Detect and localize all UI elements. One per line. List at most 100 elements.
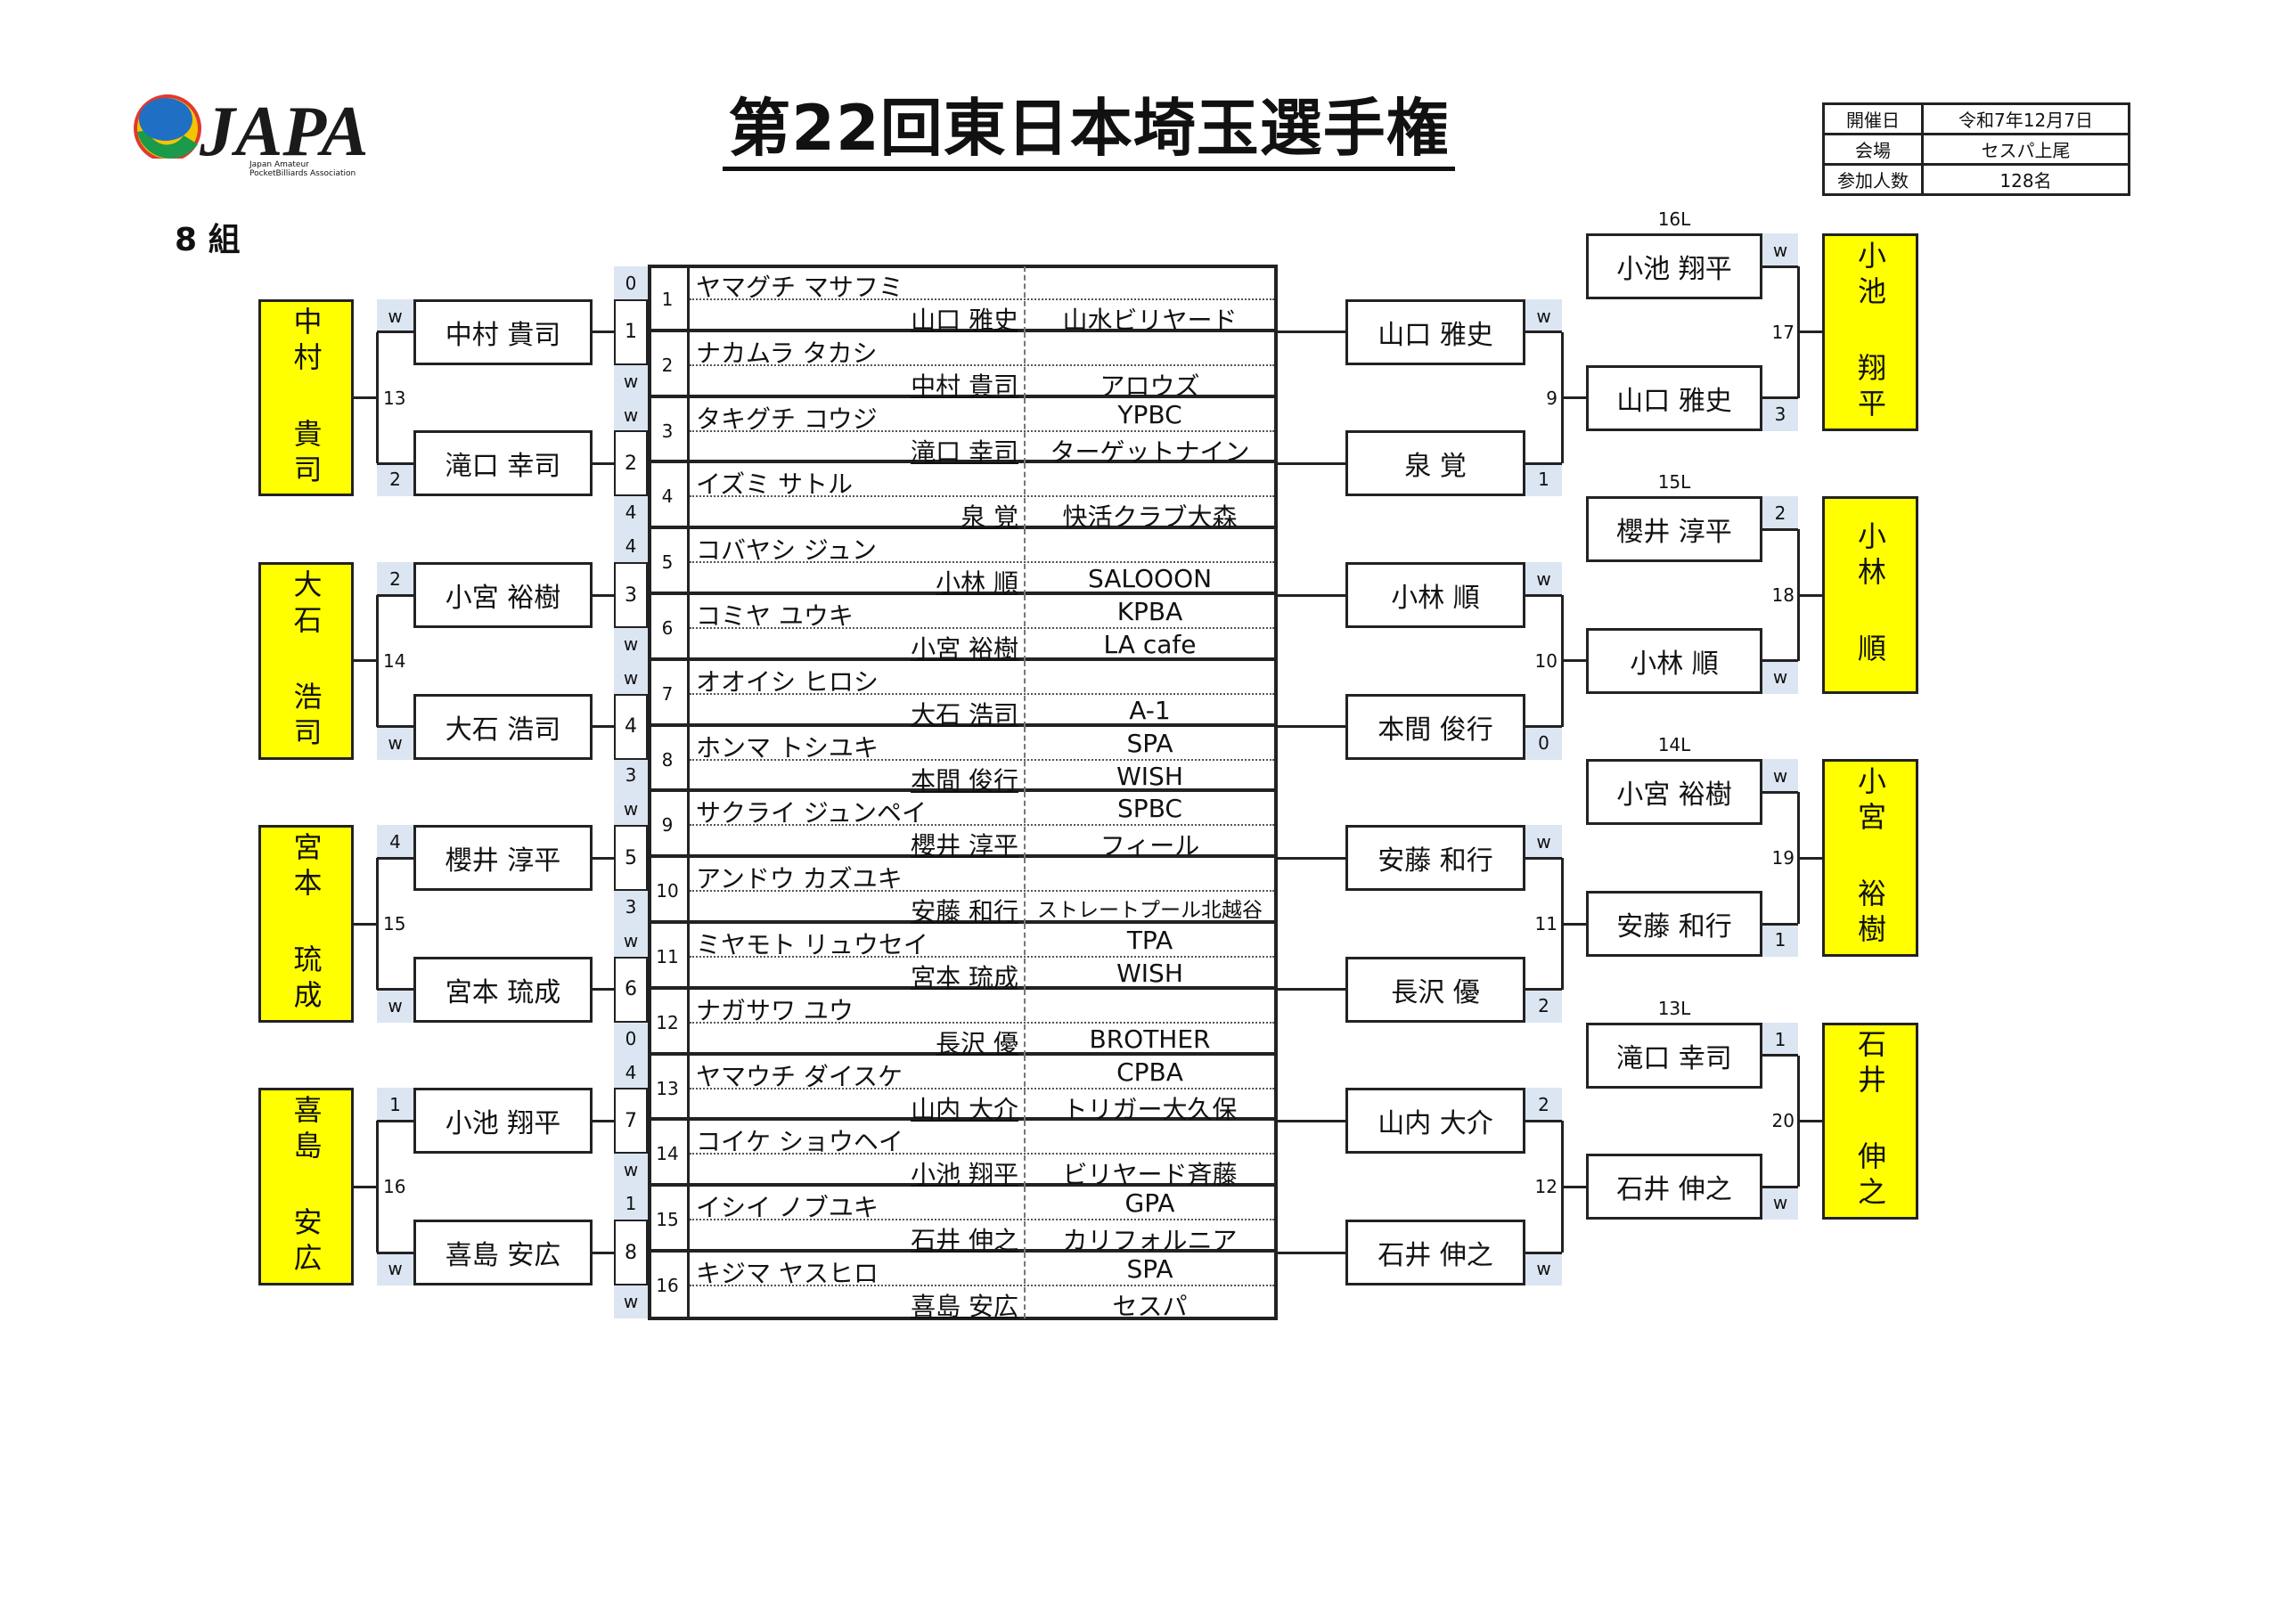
row-divider [690,626,1274,629]
info-value: 令和7年12月7日 [1921,102,2130,135]
player-number: 9 [661,814,674,836]
club-divider [1024,1121,1026,1187]
player-number: 12 [656,1011,679,1033]
score: w [623,930,639,951]
connector-line [354,659,377,663]
column-divider [687,924,690,990]
table-row [648,792,1278,859]
score: w [388,994,403,1016]
player-club: ターゲットナイン [1050,437,1250,467]
connector-line [1525,1251,1562,1254]
player-kana: オオイシ ヒロシ [696,666,879,697]
column-divider [687,331,690,398]
player-kana: キジマ ヤスヒロ [696,1259,879,1288]
player-box: 石井 伸之 [1345,1220,1525,1285]
score-cell [1762,1187,1798,1220]
row-divider [690,1153,1274,1155]
player-club: ストレートプール北越谷 [1037,899,1263,923]
match-number-box: 6 [614,956,648,1023]
winner-box: 石井 伸之 [1822,1022,1918,1220]
player-number: 5 [661,551,674,574]
score: w [623,404,639,426]
score: w [623,632,639,655]
score-cell [377,1253,413,1285]
connector-line [375,331,379,464]
row-divider [690,890,1274,893]
player-box: 大石 浩司 [413,693,593,760]
player-club: A-1 [1129,695,1171,725]
column-divider [687,1121,690,1187]
connector-line [1762,1185,1798,1188]
column-divider [687,1187,690,1253]
table-row [648,595,1278,661]
info-label: 会場 [1822,133,1924,166]
table-row [648,858,1278,924]
connector-line [1278,461,1345,465]
player-kana: タキグチ コウジ [696,404,878,434]
row-divider [690,758,1274,761]
score-cell [377,825,413,859]
connector-line [1798,331,1822,334]
match-number: 11 [1534,913,1557,934]
score: 2 [1774,502,1786,525]
score-cell [1762,1022,1798,1056]
club-top: KPBA [1116,597,1183,626]
column-divider [687,726,690,793]
club-divider [1024,463,1026,530]
score-cell [1525,562,1562,595]
player-name: 小林 順 [936,568,1018,599]
connector-line [1562,922,1586,926]
score: 1 [1538,469,1549,491]
connector-line [1562,396,1586,400]
club-divider [1024,726,1026,793]
score: 0 [625,273,637,294]
winner-name: 小宮 裕樹 [1853,766,1887,951]
match-number: 16 [383,1176,406,1198]
score-cell [1762,397,1798,431]
info-label: 参加人数 [1822,163,1924,196]
player-club: WISH [1116,958,1183,988]
connector-line [1762,527,1798,531]
player-name: 泉 覚 [961,502,1018,533]
player-box: 小林 順 [1345,562,1525,628]
row-divider [690,1284,1274,1286]
match-number: 19 [1771,847,1795,869]
winner-name: 大石 浩司 [289,568,323,753]
club-divider [1024,858,1026,924]
connector-line [1278,725,1345,729]
club-top: SPBC [1117,794,1182,824]
player-box: 本間 俊行 [1345,693,1525,760]
connector-line [1762,790,1798,794]
player-box: 小宮 裕樹 [413,562,593,628]
winner-name: 石井 伸之 [1853,1029,1887,1213]
player-number: 7 [661,682,674,705]
player-box: 小池 翔平 [1586,233,1762,299]
player-name: 喜島 安広 [911,1291,1018,1321]
player-kana: ミヤモト リュウセイ [696,930,928,959]
score-cell [1762,496,1798,530]
player-name: 山内 大介 [911,1094,1018,1124]
row-divider [690,1021,1274,1024]
player-kana: コバヤシ ジュン [696,535,877,566]
player-box: 宮本 琉成 [413,956,593,1023]
connector-line [375,858,379,990]
score-cell [1525,298,1562,332]
info-row: 開催日令和7年12月7日 [1822,102,2130,135]
column-divider [687,266,690,332]
player-box: 櫻井 淳平 [413,825,593,892]
player-club: 山水ビリヤード [1062,305,1238,335]
player-kana: イズミ サトル [696,469,854,500]
match-number-box: 4 [614,693,648,760]
connector-line [593,331,614,334]
player-number: 11 [656,945,679,967]
match-number: 17 [1771,321,1795,343]
club-divider [1024,660,1026,727]
score: 3 [625,764,637,787]
match-number: 12 [1534,1176,1557,1198]
player-name: 安藤 和行 [911,897,1018,927]
table-row [648,727,1278,793]
score-cell [377,298,413,332]
connector-line [375,595,379,727]
score: w [388,731,403,754]
player-box: 泉 覚 [1345,430,1525,497]
